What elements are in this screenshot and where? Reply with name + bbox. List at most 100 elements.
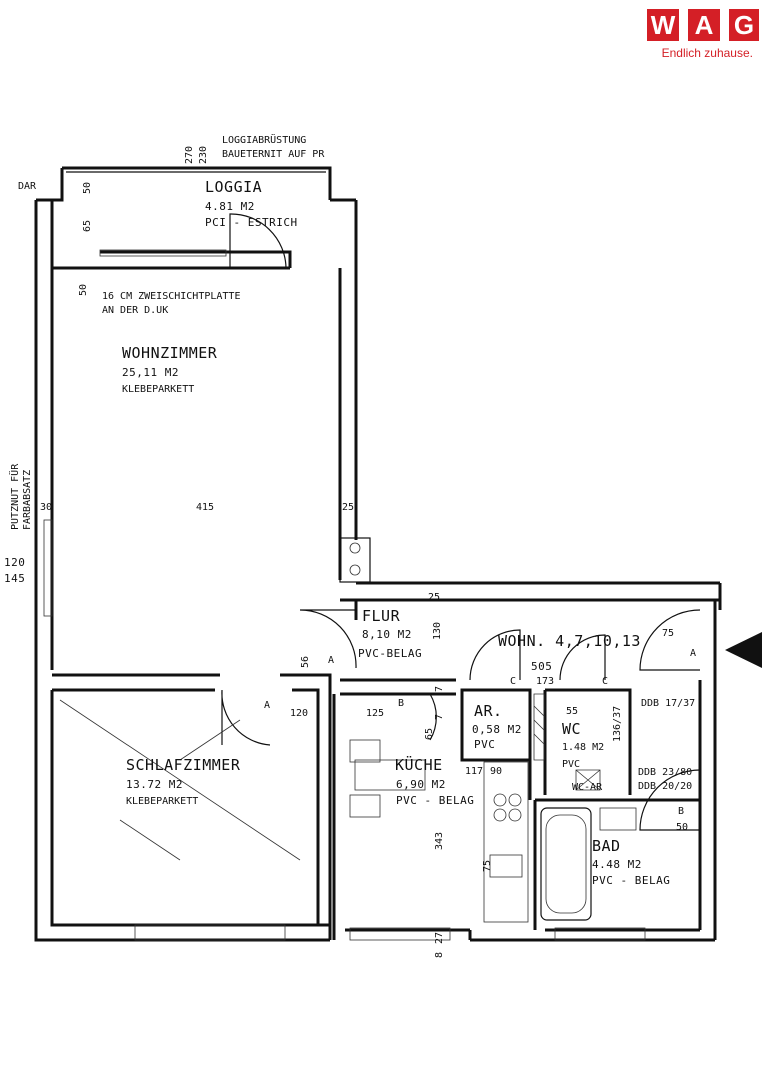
dim-75a: 75 (482, 860, 493, 872)
dim-7a: 7 (434, 686, 445, 692)
ar-floor: PVC (474, 738, 495, 751)
ar-name: AR. (474, 702, 503, 720)
dim-65a: 65 (82, 220, 93, 232)
logo-box-g (729, 9, 759, 41)
kitchen-counter (483, 761, 529, 923)
flur-floor: PVC-BELAG (358, 647, 422, 660)
bad-floor: PVC - BELAG (592, 874, 670, 887)
dimensions: 270 230 50 65 50 415 30 25 120 145 25 13… (4, 146, 688, 958)
loggia-door-wall (100, 250, 292, 268)
dim-7b: 7 (434, 714, 445, 720)
dim-50b: 50 (78, 284, 89, 296)
note-dar: DAR (18, 181, 37, 192)
marker-c-wc: C (602, 676, 608, 687)
flur-area: 8,10 M2 (362, 628, 412, 641)
dim-8: 8 (434, 952, 445, 958)
section-markers: A A A B B C C (264, 648, 696, 817)
wohnzimmer-floor: KLEBEPARKETT (122, 384, 194, 395)
dim-145: 145 (4, 572, 25, 585)
bathtub (540, 807, 592, 921)
dim-27: 27 (434, 932, 445, 944)
marker-c-ar: C (510, 676, 516, 687)
note-ddb2: DDB 23/80 (638, 767, 692, 778)
dim-130: 130 (432, 622, 443, 640)
bad-area: 4.48 M2 (592, 858, 642, 871)
wohnzimmer-name: WOHNZIMMER (122, 344, 218, 362)
wc-floor: PVC (562, 759, 580, 770)
loggia-floor: PCI - ESTRICH (205, 216, 298, 229)
dim-230: 230 (198, 146, 209, 164)
note-putznut1: PUTZNUT FÜR (8, 463, 21, 530)
dim-173: 173 (536, 676, 554, 687)
dim-125: 125 (366, 708, 384, 719)
dim-30: 30 (40, 502, 52, 513)
dim-120b: 120 (290, 708, 308, 719)
dim-505: 505 (531, 660, 552, 673)
logo-letter-w: W (651, 10, 676, 40)
dim-343: 343 (434, 832, 445, 850)
wohnzimmer-area: 25,11 M2 (122, 366, 179, 379)
ar-area: 0,58 M2 (472, 723, 522, 736)
dim-270: 270 (184, 146, 195, 164)
dim-117: 117 (465, 766, 483, 777)
dim-415: 415 (196, 502, 214, 513)
logo-box-w (647, 9, 679, 41)
bad-name: BAD (592, 837, 621, 855)
loggia-area: 4.81 M2 (205, 200, 255, 213)
room-labels: LOGGIA 4.81 M2 PCI - ESTRICH WOHNZIMMER … (122, 178, 670, 887)
logo-box-a (688, 9, 720, 41)
logo-letter-a: A (695, 10, 714, 40)
wc-name: WC (562, 720, 581, 738)
marker-b-kitchen: B (398, 698, 404, 709)
kitchen-table (354, 759, 426, 791)
door-swings (221, 213, 701, 831)
dim-75b: 75 (662, 628, 674, 639)
bedroom-outer (34, 690, 330, 942)
logo-tagline: Endlich zuhause. (662, 46, 753, 60)
dim-55: 55 (566, 706, 578, 717)
note-ddb1: DDB 17/37 (641, 698, 695, 709)
kueche-floor: PVC - BELAG (396, 794, 474, 807)
dim-136: 136/37 (612, 706, 623, 742)
wc-bowl (575, 769, 601, 791)
kueche-name: KÜCHE (395, 755, 443, 774)
dim-25a: 25 (342, 502, 354, 513)
chimney-shaft (339, 537, 371, 583)
schlafzimmer-floor: KLEBEPARKETT (126, 796, 198, 807)
loggia-name: LOGGIA (205, 178, 262, 196)
wc-area: 1.48 M2 (562, 742, 604, 753)
note-plate2: AN DER D.UK (102, 305, 168, 316)
kueche-area: 6,90 M2 (396, 778, 446, 791)
marker-a-bedroom: A (264, 700, 270, 711)
flur-name: FLUR (362, 607, 401, 625)
logo-letter-g: G (734, 10, 754, 40)
dim-90: 90 (490, 766, 502, 777)
unit-label: WOHN. 4,7,10,13 (498, 632, 641, 650)
dim-120a: 120 (4, 556, 25, 569)
windows (43, 249, 646, 941)
dim-50a: 50 (82, 182, 93, 194)
marker-a-east: A (690, 648, 696, 659)
wag-logo[interactable]: W A G Endlich zuhause. (647, 9, 759, 60)
walls (34, 166, 722, 942)
plan-notes: LOGGIABRÜSTUNG BAUETERNIT AUF PR 16 CM Z… (8, 133, 695, 793)
marker-b-bath: B (678, 806, 684, 817)
note-putznut2: FARBABSATZ (22, 470, 33, 530)
fixtures (59, 693, 637, 923)
schlafzimmer-area: 13.72 M2 (126, 778, 183, 791)
note-plate1: 16 CM ZWEISCHICHTPLATTE (102, 291, 240, 302)
dim-56: 56 (300, 656, 311, 668)
note-wcar: WC-AR (572, 782, 603, 793)
note-loggia-top1: LOGGIABRÜSTUNG (222, 133, 306, 146)
dim-65b: 65 (424, 728, 435, 740)
schlafzimmer-name: SCHLAFZIMMER (126, 756, 241, 774)
dim-50c: 50 (676, 822, 688, 833)
marker-a-flur: A (328, 655, 334, 666)
entrance-arrow (725, 632, 762, 668)
note-loggia-top2: BAUETERNIT AUF PR (222, 149, 325, 160)
bath-sink (599, 807, 637, 831)
loggia-parapet (62, 166, 332, 200)
dim-25b: 25 (428, 592, 440, 603)
note-ddb3: DDB 20/20 (638, 781, 692, 792)
